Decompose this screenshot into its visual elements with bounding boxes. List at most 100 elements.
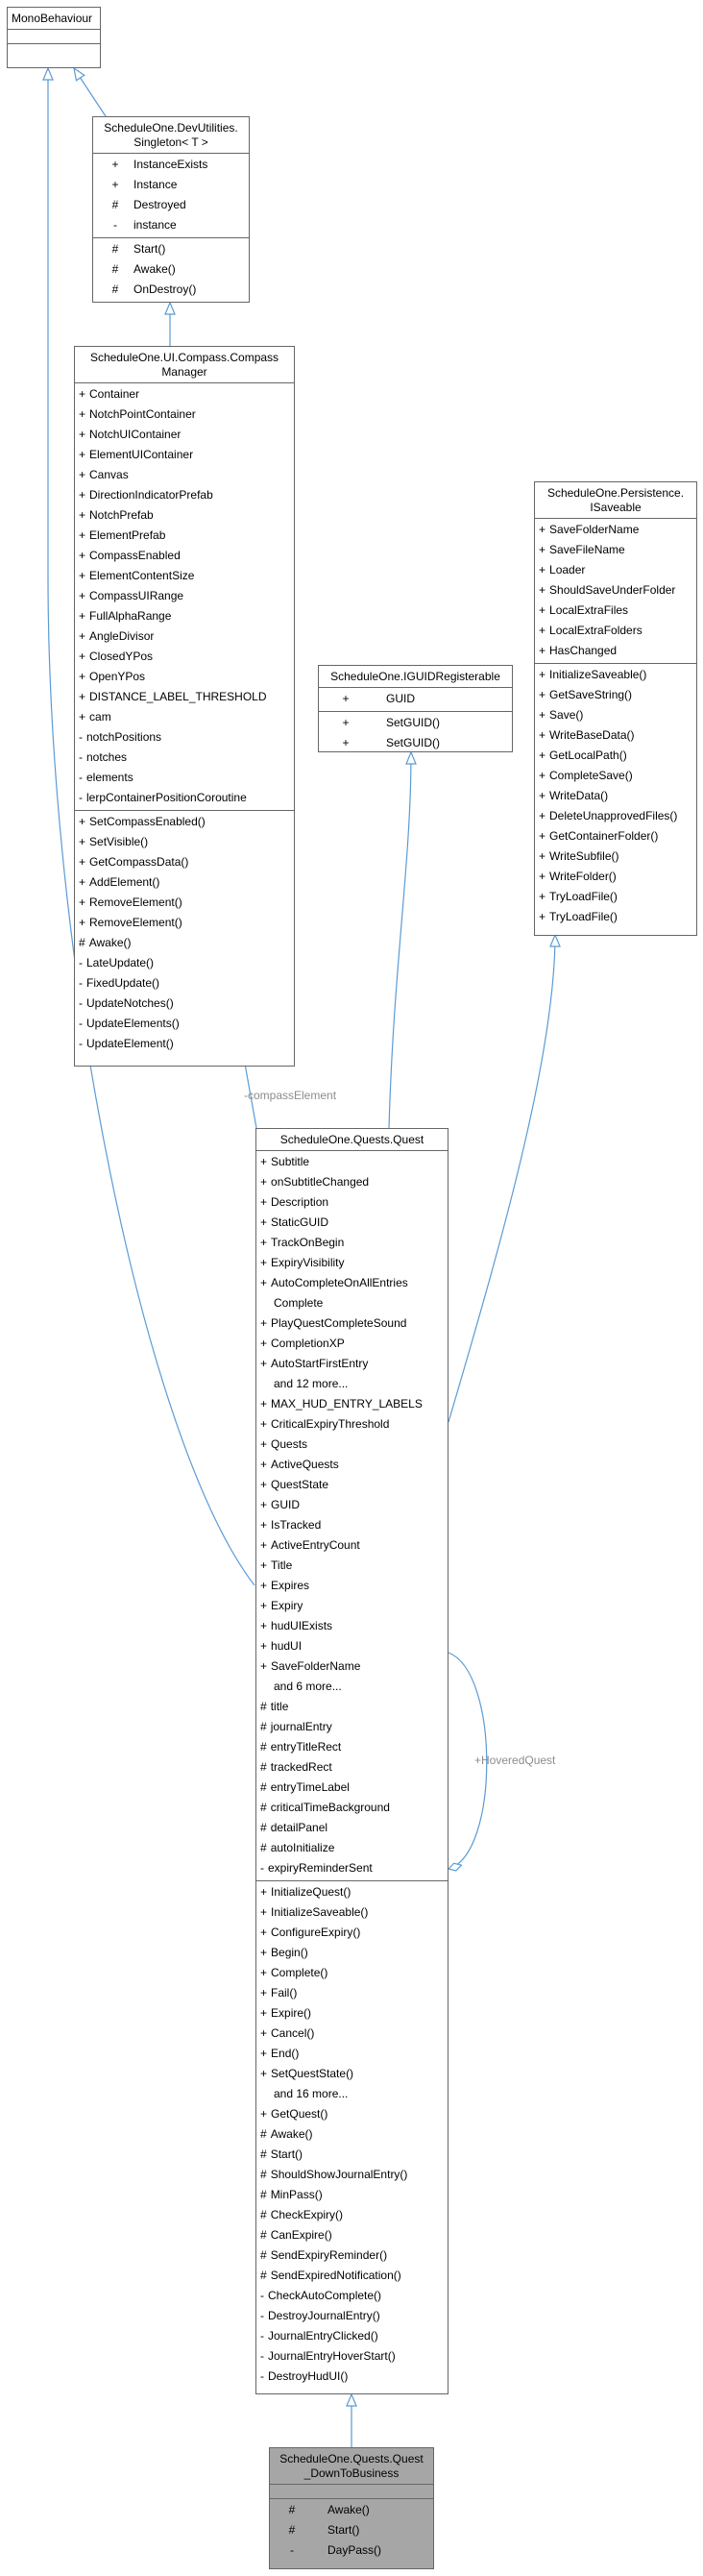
class-monobehaviour[interactable]: MonoBehaviour <box>7 7 101 68</box>
visibility-marker: + <box>260 1236 268 1249</box>
class-compass-manager[interactable]: ScheduleOne.UI.Compass.Compass Manager +… <box>74 346 295 1067</box>
operation-name: GetCompassData() <box>89 855 189 869</box>
visibility-marker: + <box>79 916 86 929</box>
attribute-name: cam <box>89 710 111 724</box>
visibility-marker: + <box>79 407 86 421</box>
visibility-marker: + <box>260 1437 268 1451</box>
operation-row: +InitializeSaveable() <box>535 665 696 685</box>
attribute-name: ExpiryVisibility <box>271 1256 345 1269</box>
attribute-name: TrackOnBegin <box>271 1236 345 1249</box>
visibility-marker: + <box>342 736 350 749</box>
operation-row: #Awake() <box>75 933 294 953</box>
operation-name: Save() <box>549 708 584 722</box>
class-iguid-registerable[interactable]: ScheduleOne.IGUIDRegisterable +GUID +Set… <box>318 665 513 752</box>
attribute-row: +TrackOnBegin <box>256 1233 448 1253</box>
attribute-row: +LocalExtraFiles <box>535 601 696 621</box>
attribute-name: journalEntry <box>270 1720 332 1733</box>
visibility-marker: + <box>79 650 86 663</box>
visibility-marker: - <box>260 2369 264 2383</box>
operation-row: +Begin() <box>256 1943 448 1963</box>
attribute-name: lerpContainerPositionCoroutine <box>86 791 247 804</box>
attribute-name: title <box>270 1700 289 1713</box>
visibility-marker: + <box>260 1518 268 1532</box>
visibility-marker: + <box>79 428 86 441</box>
visibility-marker: + <box>79 609 86 623</box>
visibility-marker: + <box>260 1417 268 1431</box>
visibility-marker: - <box>79 791 83 804</box>
visibility-marker: # <box>111 282 119 296</box>
operation-row: and 16 more... <box>256 2084 448 2104</box>
class-quest-down-to-business[interactable]: ScheduleOne.Quests.Quest _DownToBusiness… <box>269 2447 434 2569</box>
visibility-marker: + <box>260 1926 268 1939</box>
attribute-name: autoInitialize <box>270 1841 335 1854</box>
visibility-marker: + <box>79 468 86 481</box>
operation-name: Expire() <box>271 2006 312 2020</box>
visibility-marker: + <box>260 1316 268 1330</box>
operation-row: -CheckAutoComplete() <box>256 2286 448 2306</box>
visibility-marker: + <box>260 2067 268 2080</box>
operation-name: WriteData() <box>549 789 609 802</box>
attribute-row: #title <box>256 1697 448 1717</box>
attribute-row: +Instance <box>93 175 249 195</box>
attributes-section: +GUID <box>319 688 512 712</box>
operation-row: +RemoveElement() <box>75 913 294 933</box>
operation-row: +ConfigureExpiry() <box>256 1923 448 1943</box>
operation-row: #Start() <box>270 2520 433 2540</box>
visibility-marker: + <box>260 1337 268 1350</box>
operation-name: JournalEntryClicked() <box>268 2329 378 2343</box>
visibility-marker: + <box>260 1619 268 1632</box>
attribute-row: +Subtitle <box>256 1152 448 1172</box>
visibility-marker: + <box>539 603 546 617</box>
attribute-name: QuestState <box>271 1478 329 1491</box>
attribute-name: DISTANCE_LABEL_THRESHOLD <box>89 690 267 703</box>
operation-row: #Awake() <box>93 259 249 280</box>
attribute-name: PlayQuestCompleteSound <box>271 1316 407 1330</box>
visibility-marker: + <box>539 890 546 903</box>
operation-row: +WriteBaseData() <box>535 725 696 746</box>
attribute-row: +SaveFolderName <box>535 520 696 540</box>
visibility-marker: + <box>539 789 546 802</box>
visibility-marker: + <box>79 710 86 724</box>
attribute-name: LocalExtraFolders <box>549 624 642 637</box>
attribute-name: AngleDivisor <box>89 629 155 643</box>
attribute-name: elements <box>86 771 133 784</box>
attribute-row: #criticalTimeBackground <box>256 1798 448 1818</box>
operation-row: +SetGUID() <box>319 713 512 733</box>
operation-name: DestroyHudUI() <box>268 2369 349 2383</box>
visibility-marker: - <box>79 730 83 744</box>
class-isaveable[interactable]: ScheduleOne.Persistence. ISaveable +Save… <box>534 481 697 936</box>
class-singleton[interactable]: ScheduleOne.DevUtilities. Singleton< T >… <box>92 116 250 303</box>
operation-row: +Complete() <box>256 1963 448 1983</box>
attribute-name: Expiry <box>271 1599 303 1612</box>
operation-row: +TryLoadFile() <box>535 907 696 927</box>
operation-name: UpdateNotches() <box>86 996 174 1010</box>
operation-row: -DestroyHudUI() <box>256 2367 448 2387</box>
attribute-name: Instance <box>133 178 178 191</box>
visibility-marker: # <box>260 2168 267 2181</box>
visibility-marker: + <box>79 690 86 703</box>
visibility-marker: - <box>79 956 83 969</box>
operations-section: +SetGUID() +SetGUID() <box>319 712 512 755</box>
attribute-row: +Container <box>75 384 294 405</box>
attribute-name: ShouldSaveUnderFolder <box>549 583 676 597</box>
operation-row: #OnDestroy() <box>93 280 249 300</box>
operation-name: Begin() <box>271 1946 308 1959</box>
attribute-name: ActiveEntryCount <box>271 1538 360 1552</box>
visibility-marker: # <box>260 1760 267 1774</box>
class-quest[interactable]: ScheduleOne.Quests.Quest +Subtitle+onSub… <box>255 1128 448 2394</box>
attribute-row: +hudUI <box>256 1636 448 1656</box>
operation-name: Cancel() <box>271 2026 315 2040</box>
class-title: ScheduleOne.IGUIDRegisterable <box>319 666 512 688</box>
operation-row: +GetQuest() <box>256 2104 448 2124</box>
visibility-marker: + <box>79 488 86 502</box>
attribute-name: Description <box>271 1195 329 1209</box>
operation-row: -FixedUpdate() <box>75 973 294 994</box>
visibility-marker: + <box>260 1458 268 1471</box>
visibility-marker: + <box>79 528 86 542</box>
attribute-row: -lerpContainerPositionCoroutine <box>75 788 294 808</box>
visibility-marker: + <box>539 708 546 722</box>
visibility-marker: + <box>260 1397 268 1411</box>
attribute-row: +NotchUIContainer <box>75 425 294 445</box>
visibility-marker: + <box>260 1599 268 1612</box>
attribute-name: ElementPrefab <box>89 528 166 542</box>
